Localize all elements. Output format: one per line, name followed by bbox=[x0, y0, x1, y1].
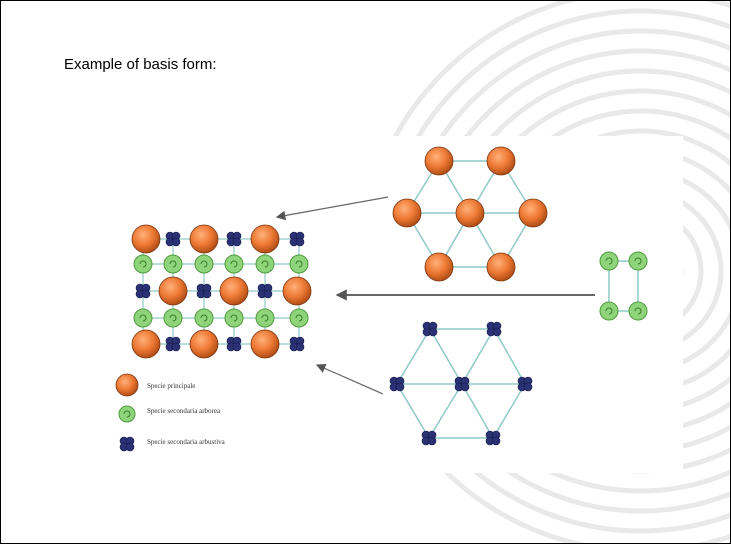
combined-planting-grid bbox=[131, 224, 312, 359]
arrow-from-shrub-group bbox=[315, 363, 384, 395]
tree-species-rectangle bbox=[599, 251, 648, 321]
blue-cluster-icon bbox=[119, 436, 135, 452]
shrub-species-node bbox=[421, 430, 437, 446]
principal-species-node bbox=[486, 252, 516, 282]
principal-species-node bbox=[455, 198, 485, 228]
tree-species-node bbox=[628, 251, 648, 271]
shrub-species-hexagon bbox=[389, 321, 533, 446]
legend-label-principal: Specie principale bbox=[147, 382, 195, 390]
legend-item-principal: Specie principale bbox=[115, 373, 195, 397]
shrub-species-node bbox=[486, 321, 502, 337]
green-spiral-icon bbox=[118, 405, 136, 423]
principal-species-hexagon bbox=[392, 146, 548, 282]
legend: Specie principale Specie secondaria arbo… bbox=[115, 373, 226, 452]
tree-species-node bbox=[599, 251, 619, 271]
shrub-species-node bbox=[389, 376, 405, 392]
principal-species-node bbox=[518, 198, 548, 228]
shrub-species-node bbox=[422, 321, 438, 337]
legend-item-tree: Specie secondaria arborea bbox=[118, 405, 221, 423]
principal-species-node bbox=[424, 252, 454, 282]
principal-species-node bbox=[392, 198, 422, 228]
tree-species-node bbox=[628, 301, 648, 321]
legend-item-shrub: Specie secondaria arbustiva bbox=[119, 436, 226, 452]
slide-title: Example of basis form: bbox=[64, 56, 217, 73]
tree-species-node bbox=[599, 301, 619, 321]
shrub-species-node bbox=[454, 376, 470, 392]
figure-panel bbox=[113, 136, 683, 473]
principal-species-node bbox=[486, 146, 516, 176]
arrows bbox=[275, 196, 595, 395]
principal-species-node bbox=[424, 146, 454, 176]
shrub-species-node bbox=[485, 430, 501, 446]
legend-label-tree: Specie secondaria arborea bbox=[147, 407, 221, 415]
orange-sphere-icon bbox=[115, 373, 139, 397]
legend-label-shrub: Specie secondaria arbustiva bbox=[147, 438, 226, 446]
shrub-species-node bbox=[517, 376, 533, 392]
arrow-from-principal-group bbox=[275, 196, 389, 221]
